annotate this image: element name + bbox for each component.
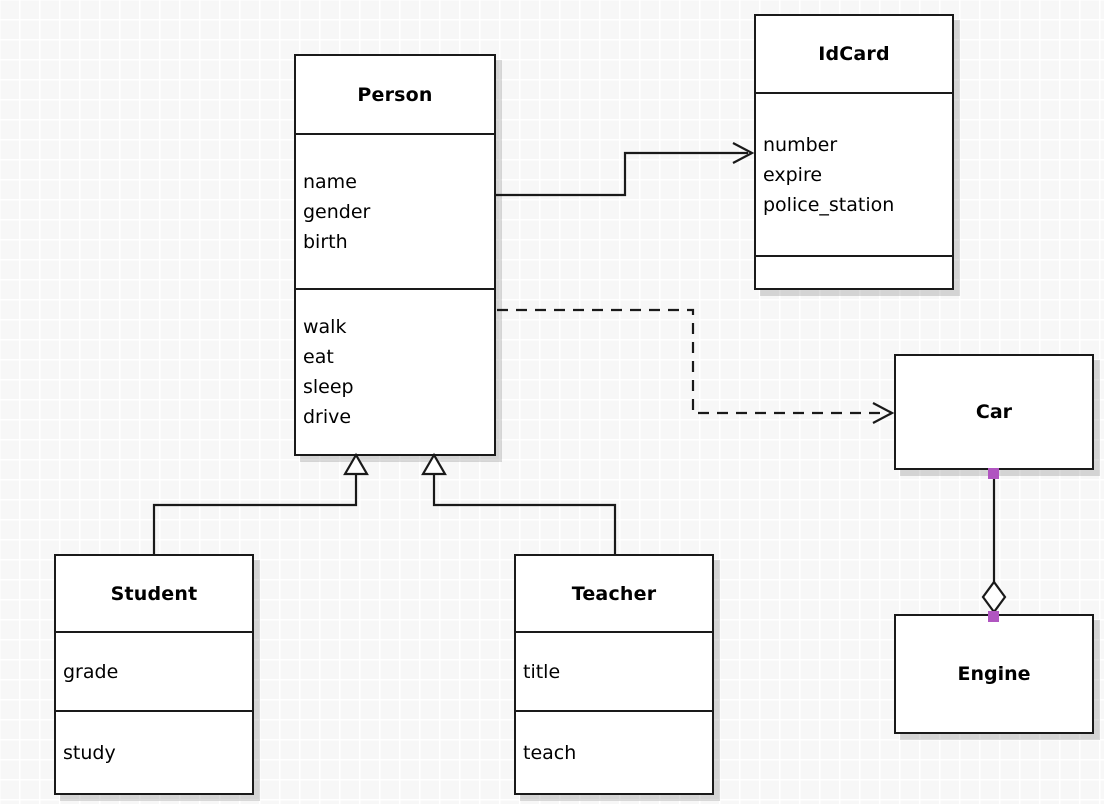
- edge-car-engine[interactable]: [981, 470, 1007, 614]
- class-box-engine[interactable]: Engine: [894, 614, 1094, 734]
- class-box-idcard[interactable]: IdCard number expire police_station: [754, 14, 954, 290]
- class-name-engine: Engine: [957, 663, 1031, 685]
- attribute-item: number: [763, 133, 838, 156]
- edge-teacher-person[interactable]: [421, 452, 617, 554]
- edge-student-person[interactable]: [152, 452, 369, 554]
- operation-item: walk: [303, 316, 347, 338]
- edge-handle-engine-end[interactable]: [988, 611, 999, 622]
- class-box-teacher[interactable]: Teacher title teach: [514, 554, 714, 795]
- class-name-idcard: IdCard: [818, 43, 890, 65]
- operation-item: drive: [303, 406, 352, 428]
- operations-person: walk eat sleep drive: [296, 288, 494, 454]
- class-name-car: Car: [975, 401, 1013, 423]
- class-name-student: Student: [110, 582, 198, 605]
- attributes-person: name gender birth: [296, 133, 494, 288]
- class-name-person: Person: [357, 83, 433, 106]
- edge-handle-car-end[interactable]: [988, 468, 999, 479]
- attributes-idcard: number expire police_station: [756, 92, 952, 255]
- class-box-person[interactable]: Person name gender birth walk eat sleep …: [294, 54, 496, 456]
- class-box-car[interactable]: Car: [894, 354, 1094, 470]
- operation-item: study: [63, 741, 116, 764]
- attribute-item: name: [303, 170, 357, 193]
- attributes-student: grade: [56, 631, 252, 710]
- edge-person-idcard[interactable]: [496, 142, 755, 197]
- attributes-teacher: title: [516, 631, 712, 710]
- attribute-item: gender: [303, 200, 371, 223]
- operation-item: teach: [523, 741, 577, 764]
- operation-item: sleep: [303, 376, 354, 398]
- operations-student: study: [56, 710, 252, 793]
- attribute-item: police_station: [763, 193, 895, 216]
- attribute-item: title: [523, 660, 561, 683]
- operation-item: eat: [303, 346, 334, 368]
- attribute-item: expire: [763, 163, 823, 186]
- attribute-item: grade: [63, 660, 119, 683]
- operations-idcard: [756, 255, 952, 288]
- attribute-item: birth: [303, 230, 348, 253]
- edge-person-car[interactable]: [497, 308, 895, 424]
- class-box-student[interactable]: Student grade study: [54, 554, 254, 795]
- class-name-teacher: Teacher: [571, 582, 657, 605]
- operations-teacher: teach: [516, 710, 712, 793]
